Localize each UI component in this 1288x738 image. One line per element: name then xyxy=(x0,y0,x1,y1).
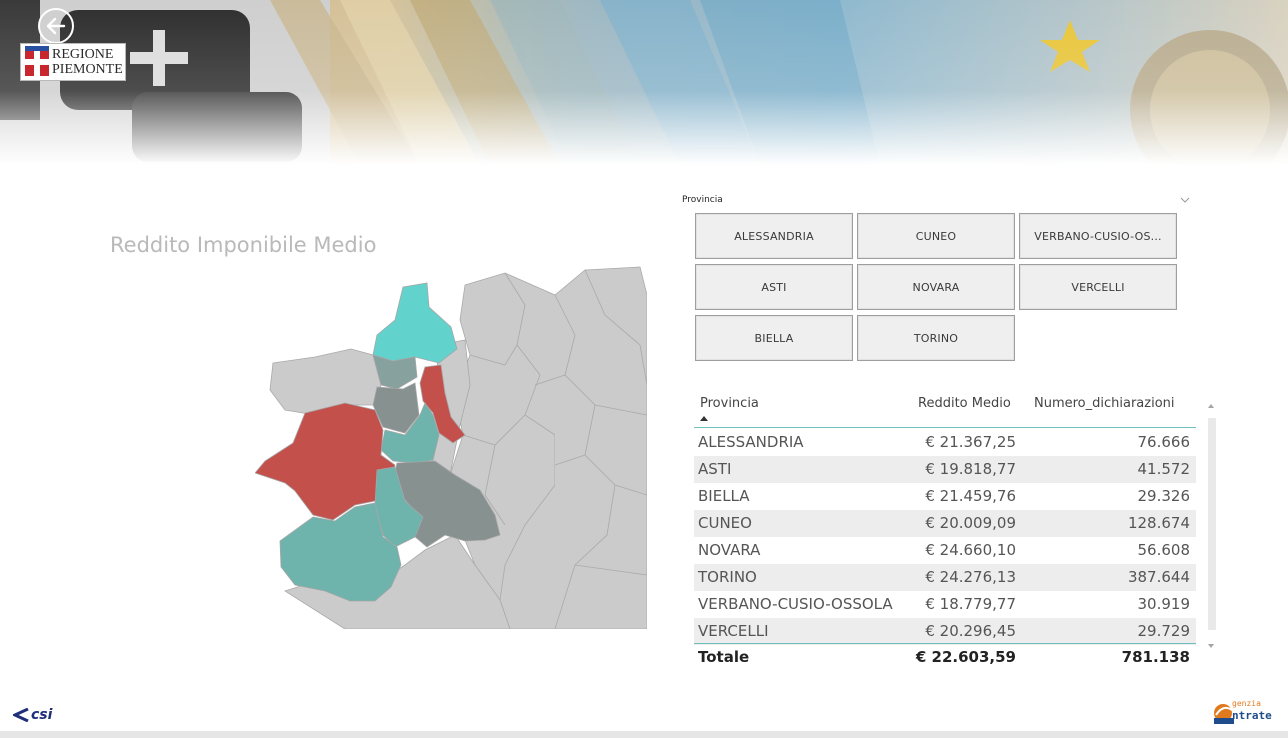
chevron-down-icon[interactable] xyxy=(1178,193,1192,207)
table-row[interactable]: ASTI € 19.818,77 41.572 xyxy=(694,456,1196,483)
csi-mark-icon xyxy=(13,708,29,722)
total-numero: 781.138 xyxy=(1121,648,1190,666)
slicer-option-cuneo[interactable]: CUNEO xyxy=(857,213,1015,259)
reddito-table: Provincia Reddito Medio Numero_dichiaraz… xyxy=(694,390,1224,670)
scroll-down-icon[interactable] xyxy=(1208,644,1214,648)
slicer-option-alessandria[interactable]: ALESSANDRIA xyxy=(695,213,853,259)
total-reddito: € 22.603,59 xyxy=(915,648,1016,666)
cell-provincia: ALESSANDRIA xyxy=(698,433,804,451)
agenzia-line-2: ntrate xyxy=(1232,709,1272,722)
bottom-bar xyxy=(0,731,1288,738)
table-total-row: Totale € 22.603,59 781.138 xyxy=(694,643,1196,670)
cell-reddito: € 24.276,13 xyxy=(925,568,1016,586)
cell-reddito: € 20.296,45 xyxy=(925,622,1016,640)
map-context-regions xyxy=(269,266,647,629)
map-region-biella xyxy=(372,354,418,390)
table-row[interactable]: ALESSANDRIA € 21.367,25 76.666 xyxy=(694,429,1196,456)
map-region-cuneo xyxy=(279,502,402,602)
slicer-option-torino[interactable]: TORINO xyxy=(857,315,1015,361)
cell-provincia: VERBANO-CUSIO-OSSOLA xyxy=(698,595,893,613)
logo-line-2: PIEMONTE xyxy=(52,62,123,77)
scroll-thumb[interactable] xyxy=(1208,418,1216,630)
column-header-reddito[interactable]: Reddito Medio xyxy=(918,396,1011,411)
header-banner xyxy=(0,0,1288,165)
cell-provincia: CUNEO xyxy=(698,514,752,532)
cell-provincia: ASTI xyxy=(698,460,732,478)
page-title: Reddito Imponibile Medio xyxy=(110,233,377,257)
table-row[interactable]: BIELLA € 21.459,76 29.326 xyxy=(694,483,1196,510)
table-row[interactable]: VERCELLI € 20.296,45 29.729 xyxy=(694,618,1196,645)
agenzia-entrate-mark-icon xyxy=(1214,704,1234,724)
csi-logo-text: csi xyxy=(31,707,53,723)
agenzia-entrate-logo: genzia ntrate xyxy=(1212,696,1288,730)
cell-numero: 29.326 xyxy=(1137,487,1191,505)
banner-image xyxy=(0,0,1288,165)
cell-reddito: € 21.367,25 xyxy=(925,433,1016,451)
cell-reddito: € 24.660,10 xyxy=(925,541,1016,559)
table-scrollbar[interactable] xyxy=(1206,394,1218,656)
cell-numero: 29.729 xyxy=(1137,622,1191,640)
cell-provincia: BIELLA xyxy=(698,487,750,505)
cell-numero: 41.572 xyxy=(1137,460,1191,478)
slicer-option-verbano[interactable]: VERBANO-CUSIO-OS... xyxy=(1019,213,1177,259)
piemonte-crest-icon xyxy=(25,46,49,76)
cell-numero: 30.919 xyxy=(1137,595,1191,613)
map-region-torino xyxy=(255,402,396,521)
map-region-vercelli xyxy=(380,402,440,464)
cell-numero: 76.666 xyxy=(1137,433,1191,451)
cell-provincia: TORINO xyxy=(698,568,757,586)
scroll-up-icon[interactable] xyxy=(1208,404,1214,408)
slicer-option-biella[interactable]: BIELLA xyxy=(695,315,853,361)
province-map xyxy=(255,266,647,629)
cell-provincia: VERCELLI xyxy=(698,622,769,640)
provincia-slicer: Provincia ALESSANDRIA CUNEO VERBANO-CUSI… xyxy=(680,193,1195,368)
cell-reddito: € 18.779,77 xyxy=(925,595,1016,613)
slicer-option-asti[interactable]: ASTI xyxy=(695,264,853,310)
logo-line-1: REGIONE xyxy=(52,47,114,62)
table-header: Provincia Reddito Medio Numero_dichiaraz… xyxy=(694,390,1196,428)
csi-logo: csi xyxy=(13,703,52,727)
slicer-option-vercelli[interactable]: VERCELLI xyxy=(1019,264,1177,310)
cell-numero: 128.674 xyxy=(1127,514,1190,532)
map-region-vercelli-north xyxy=(372,382,420,434)
table-row[interactable]: CUNEO € 20.009,09 128.674 xyxy=(694,510,1196,537)
slicer-header: Provincia xyxy=(682,195,723,205)
table-row[interactable]: VERBANO-CUSIO-OSSOLA € 18.779,77 30.919 xyxy=(694,591,1196,618)
slicer-option-novara[interactable]: NOVARA xyxy=(857,264,1015,310)
cell-reddito: € 20.009,09 xyxy=(925,514,1016,532)
map-piemonte-provinces xyxy=(255,282,501,602)
cell-provincia: NOVARA xyxy=(698,541,761,559)
cell-numero: 56.608 xyxy=(1137,541,1191,559)
agenzia-line-1: genzia xyxy=(1232,699,1261,708)
map-region-verbano xyxy=(372,282,458,364)
table-row[interactable]: NOVARA € 24.660,10 56.608 xyxy=(694,537,1196,564)
total-label: Totale xyxy=(698,648,750,666)
table-row[interactable]: TORINO € 24.276,13 387.644 xyxy=(694,564,1196,591)
sort-ascending-icon[interactable] xyxy=(700,416,708,421)
regione-piemonte-logo: REGIONE PIEMONTE xyxy=(20,43,126,81)
map-region-novara xyxy=(419,364,466,444)
arrow-left-icon xyxy=(46,17,66,35)
column-header-numero[interactable]: Numero_dichiarazioni xyxy=(1034,396,1175,411)
column-header-provincia[interactable]: Provincia xyxy=(700,396,759,411)
cell-reddito: € 21.459,76 xyxy=(925,487,1016,505)
regione-logo-text: REGIONE PIEMONTE xyxy=(52,47,123,77)
cell-numero: 387.644 xyxy=(1127,568,1190,586)
cell-reddito: € 19.818,77 xyxy=(925,460,1016,478)
back-button[interactable] xyxy=(38,8,74,44)
